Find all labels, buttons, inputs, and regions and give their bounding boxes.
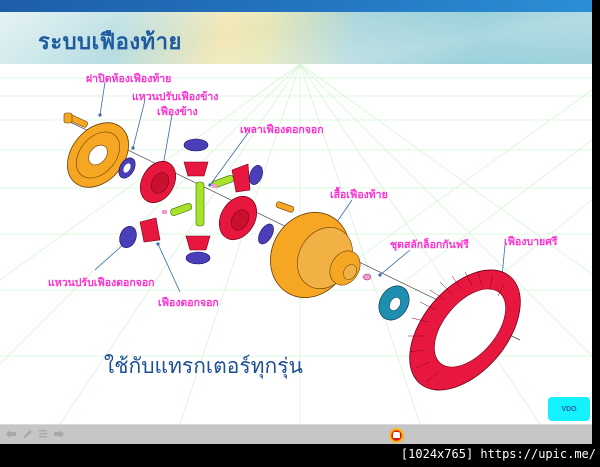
pinion-washer-left: [119, 226, 137, 248]
label-pinion-washer: แหวนปรับเฟืองดอกจอก: [48, 277, 155, 289]
window-right-edge: [592, 0, 600, 444]
label-side-gear: เฟืองข้าง: [157, 106, 198, 118]
label-pinion-gear: เฟืองดอกจอก: [158, 297, 219, 309]
slide-subtitle: ใช้กับแทรกเตอร์ทุกรุ่น: [104, 354, 303, 378]
side-gear-right: [218, 195, 258, 241]
presentation-slide: ระบบเฟืองท้าย: [0, 0, 592, 424]
prev-arrow-icon[interactable]: [6, 430, 16, 438]
label-cover: ฝาปิดห้องเฟืองท้าย: [86, 73, 172, 85]
differential-case: [270, 212, 361, 298]
pinion-washer-top: [183, 138, 209, 152]
pinion-shaft: [195, 181, 205, 227]
slide-title-banner: [0, 12, 592, 64]
label-case: เสื้อเฟืองท้าย: [330, 189, 388, 201]
pen-icon[interactable]: [22, 430, 32, 438]
differential-cover: [67, 122, 129, 188]
slide-top-bar: [0, 0, 592, 12]
cover-bolt: [63, 112, 88, 128]
pinion-gear-top: [183, 161, 209, 177]
next-arrow-icon[interactable]: [54, 430, 64, 438]
slideshow-toolbar: [0, 424, 592, 444]
slide-title: ระบบเฟืองท้าย: [38, 29, 182, 55]
side-gear-left: [139, 160, 177, 204]
exploded-differential-diagram: [0, 64, 592, 424]
slideshow-nav-icons: [6, 430, 64, 438]
menu-icon[interactable]: [38, 430, 48, 438]
label-side-gear-washer: แหวนปรับเฟืองข้าง: [132, 91, 219, 103]
image-watermark: [1024x765] https://upic.me/: [400, 447, 596, 461]
case-bolt: [275, 201, 295, 213]
lock-set: [378, 285, 410, 321]
pinion-gear-left: [139, 217, 161, 243]
ring-gear: [408, 269, 521, 391]
elephant-emblem-icon: [389, 428, 404, 443]
label-ring-gear: เฟืองบายศรี: [504, 236, 558, 248]
label-pinion-shaft: เพลาเฟืองดอกจอก: [240, 124, 324, 136]
vdo-button[interactable]: VDO: [548, 397, 590, 421]
label-lock-set: ชุดสลักล็อกกันฟรี: [390, 239, 469, 251]
